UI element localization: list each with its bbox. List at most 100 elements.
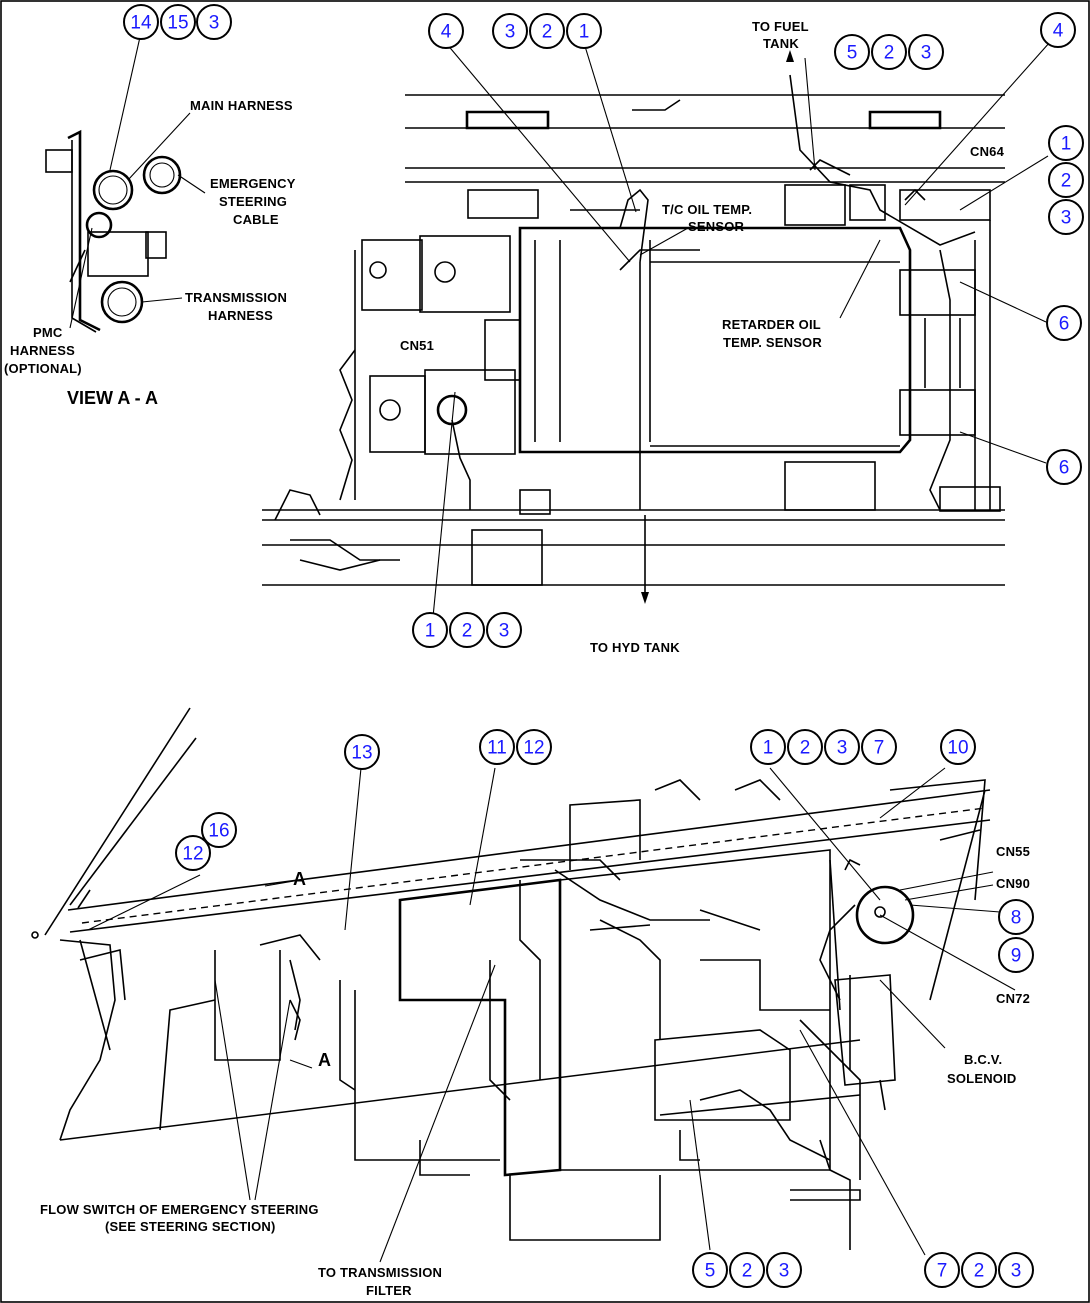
svg-text:8: 8 [1011,908,1022,929]
svg-text:4: 4 [1053,21,1064,42]
svg-text:14: 14 [130,13,152,34]
svg-text:1: 1 [1061,134,1072,155]
label-pmc-3: (OPTIONAL) [4,361,82,376]
leader-lines [69,36,1051,1263]
label-view-aa: VIEW A - A [67,388,158,408]
label-flow-switch-1: FLOW SWITCH OF EMERGENCY STEERING [40,1202,319,1217]
svg-text:7: 7 [937,1261,948,1282]
callout-bubble: 5 [834,34,870,70]
callout-bubble: 9 [998,937,1034,973]
callout-bubble: 2 [961,1252,997,1288]
callout-bubble: 7 [924,1252,960,1288]
svg-text:6: 6 [1059,458,1070,479]
callout-bubble: 4 [428,13,464,49]
callout-bubble: 3 [196,4,232,40]
callout-bubble: 10 [940,729,976,765]
bottom-view-drawing [31,707,991,1250]
callout-bubble: 11 [479,729,515,765]
callout-bubble: 7 [861,729,897,765]
svg-text:1: 1 [763,738,774,759]
svg-text:1: 1 [579,22,590,43]
callout-bubble: 16 [201,812,237,848]
svg-text:15: 15 [167,13,188,34]
label-bcv-2: SOLENOID [947,1071,1017,1086]
svg-text:2: 2 [462,621,473,642]
section-mark-a-top: A [293,869,306,889]
label-to-fuel-2: TANK [763,36,799,51]
callout-bubble: 1 [750,729,786,765]
callout-bubble: 3 [1048,199,1084,235]
label-transmission-harness-1: TRANSMISSION [185,290,287,305]
label-bcv-1: B.C.V. [964,1052,1002,1067]
callout-bubble: 3 [998,1252,1034,1288]
svg-text:2: 2 [542,22,553,43]
label-cn72: CN72 [996,991,1030,1006]
section-mark-a-bottom: A [318,1050,331,1070]
svg-text:12: 12 [182,844,203,865]
callout-bubble: 2 [871,34,907,70]
label-pmc-2: HARNESS [10,343,75,358]
label-emergency-3: CABLE [233,212,279,227]
callout-bubble: 15 [160,4,196,40]
svg-text:3: 3 [505,22,516,43]
svg-text:2: 2 [800,738,811,759]
callout-bubble: 3 [492,13,528,49]
label-to-trans-filter-1: TO TRANSMISSION [318,1265,442,1280]
svg-text:16: 16 [208,821,229,842]
label-retarder-2: TEMP. SENSOR [723,335,822,350]
label-retarder-1: RETARDER OIL [722,317,821,332]
callout-bubbles: 14 15 3 4 3 2 1 5 2 3 4 1 2 3 6 6 1 2 3 … [123,4,1084,1288]
callout-bubble: 2 [449,612,485,648]
svg-text:13: 13 [351,743,372,764]
callout-bubble: 3 [824,729,860,765]
label-to-trans-filter-2: FILTER [366,1283,412,1298]
callout-bubble: 12 [516,729,552,765]
callout-bubble: 13 [344,734,380,770]
svg-text:2: 2 [974,1261,985,1282]
callout-bubble: 2 [729,1252,765,1288]
label-emergency-2: STEERING [219,194,287,209]
label-tc-oil-1: T/C OIL TEMP. [662,202,752,217]
svg-text:9: 9 [1011,946,1022,967]
label-cn55: CN55 [996,844,1030,859]
label-cn51: CN51 [400,338,434,353]
svg-text:3: 3 [1011,1261,1022,1282]
callout-bubble: 14 [123,4,159,40]
callout-bubble: 5 [692,1252,728,1288]
view-aa-drawing [45,129,182,333]
callout-bubble: 2 [529,13,565,49]
label-to-fuel-1: TO FUEL [752,19,809,34]
svg-text:2: 2 [742,1261,753,1282]
label-emergency-1: EMERGENCY [210,176,296,191]
svg-text:12: 12 [523,738,544,759]
svg-text:5: 5 [705,1261,716,1282]
svg-text:1: 1 [425,621,436,642]
callout-bubble: 2 [787,729,823,765]
callout-bubble: 3 [486,612,522,648]
svg-text:6: 6 [1059,314,1070,335]
callout-bubble: 6 [1046,305,1082,341]
label-flow-switch-2: (SEE STEERING SECTION) [105,1219,276,1234]
callout-bubble: 3 [766,1252,802,1288]
callout-bubble: 1 [1048,125,1084,161]
svg-text:3: 3 [837,738,848,759]
svg-text:3: 3 [779,1261,790,1282]
label-tc-oil-2: SENSOR [688,219,745,234]
svg-text:7: 7 [874,738,885,759]
svg-text:2: 2 [1061,171,1072,192]
label-cn90: CN90 [996,876,1030,891]
svg-text:3: 3 [1061,208,1072,229]
svg-text:3: 3 [499,621,510,642]
top-view-drawing [262,50,1005,604]
label-to-hyd-tank: TO HYD TANK [590,640,680,655]
callout-bubble: 1 [412,612,448,648]
callout-bubble: 12 [175,835,211,871]
label-pmc-1: PMC [33,325,63,340]
svg-text:11: 11 [487,738,507,759]
label-cn64: CN64 [970,144,1005,159]
svg-text:2: 2 [884,43,895,64]
svg-text:4: 4 [441,22,452,43]
callout-bubble: 1 [566,13,602,49]
